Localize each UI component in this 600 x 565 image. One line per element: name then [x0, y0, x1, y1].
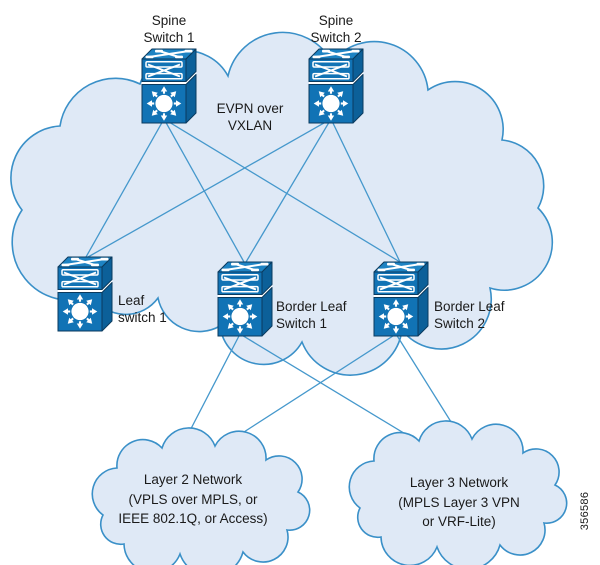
layer3-network-label: Layer 3 Network (MPLS Layer 3 VPN or VRF…: [349, 473, 569, 532]
label-line: switch 1: [118, 310, 167, 325]
spine-switch-1-label: Spine Switch 1: [114, 12, 224, 46]
label-line: Switch 1: [143, 30, 195, 45]
spine-switch-1-icon: [142, 49, 196, 123]
link-spine1-borderleaf2: [163, 118, 401, 263]
label-line: (VPLS over MPLS, or: [128, 491, 258, 507]
link-spine2-borderleaf2: [330, 118, 401, 263]
label-line: VXLAN: [227, 118, 273, 133]
fabric-links: [85, 118, 401, 263]
label-line: Layer 3 Network: [409, 475, 509, 490]
link-spine1-leaf1: [85, 118, 165, 258]
evpn-vxlan-label: EVPN over VXLAN: [195, 100, 305, 134]
label-line: Switch 2: [310, 30, 362, 45]
label-line: IEEE 802.1Q, or Access): [118, 511, 268, 526]
label-line: Spine: [318, 13, 354, 28]
label-line: Spine: [151, 13, 187, 28]
link-spine2-leaf1: [87, 118, 332, 258]
leaf-switch-1-label: Leaf switch 1: [118, 292, 167, 326]
figure-number: 356586: [579, 491, 591, 531]
link-spine2-borderleaf1: [245, 118, 332, 263]
label-line: Switch 2: [434, 316, 486, 331]
label-line: (MPLS Layer 3 VPN: [398, 494, 520, 510]
spine-switch-2-icon: [309, 49, 363, 123]
label-line: Border Leaf: [434, 299, 505, 314]
label-line: Border Leaf: [276, 299, 347, 314]
label-line: Switch 1: [276, 316, 328, 331]
border-leaf-switch-1-label: Border Leaf Switch 1: [276, 298, 347, 332]
label-line: EVPN over: [216, 101, 284, 116]
label-line: or VRF-Lite): [422, 514, 496, 529]
border-leaf-switch-2-label: Border Leaf Switch 2: [434, 298, 505, 332]
label-line: Leaf: [118, 293, 145, 308]
layer2-network-label: Layer 2 Network (VPLS over MPLS, or IEEE…: [83, 470, 303, 529]
leaf-switch-1-icon: [58, 257, 112, 331]
label-line: Layer 2 Network: [143, 472, 243, 487]
border-leaf-switch-1-icon: [218, 262, 272, 336]
border-leaf-switch-2-icon: [374, 262, 428, 336]
spine-switch-2-label: Spine Switch 2: [281, 12, 391, 46]
